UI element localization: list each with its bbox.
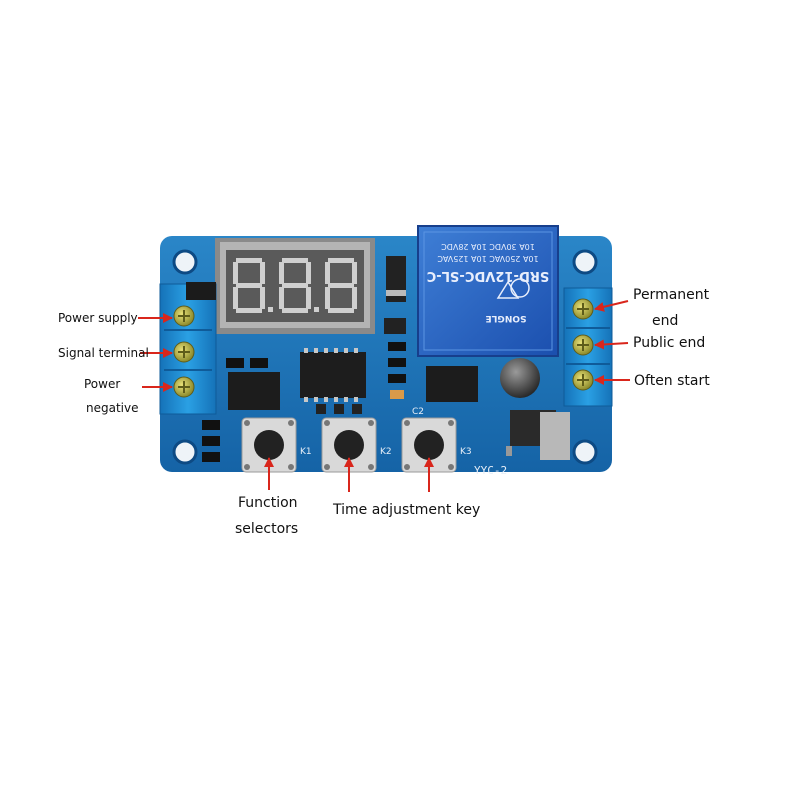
mounting-holes [172,249,598,465]
label-function-selectors-line1: Function [238,495,298,511]
label-function-selectors-line2: selectors [235,521,299,537]
k2-label: K2 [380,447,392,457]
terminal-block-left [159,282,217,415]
push-button-k1[interactable] [241,417,297,473]
label-often-start: Often start [634,373,710,389]
label-signal-terminal: Signal terminal [58,346,149,360]
capacitor [500,358,540,398]
label-power-supply: Power supply [58,311,138,325]
optocoupler-right [426,366,478,402]
relay-rating-text-1: 10A 250VAC 10A 125VAC [437,254,539,263]
voltage-regulator [506,410,570,460]
model-label: YYC-2 [474,464,507,477]
ic-chip [300,352,366,398]
label-power-negative-line1: Power [84,377,121,391]
c2-label: C2 [412,407,424,417]
label-power-negative-line2: negative [86,401,139,415]
optocoupler-left [228,372,280,410]
smd-components [202,342,406,462]
annotation-arrows [138,300,630,492]
label-permanent-end-line1: Permanent [633,287,710,303]
k3-label: K3 [460,447,472,457]
relay: SRD-12VDC-SL-C 10A 250VAC 10A 125VAC 10A… [417,225,559,357]
relay-rating-text-2: 10A 30VDC 10A 28VDC [441,242,535,251]
seven-segment-display [215,238,375,334]
label-public-end: Public end [633,335,706,351]
relay-brand-text: SONGLE [486,313,527,323]
label-permanent-end-line2: end [652,313,679,329]
label-time-adjustment-key: Time adjustment key [333,502,481,518]
push-button-k3[interactable] [401,417,457,473]
relay-model-text: SRD-12VDC-SL-C [427,268,550,283]
k1-label: K1 [300,447,312,457]
